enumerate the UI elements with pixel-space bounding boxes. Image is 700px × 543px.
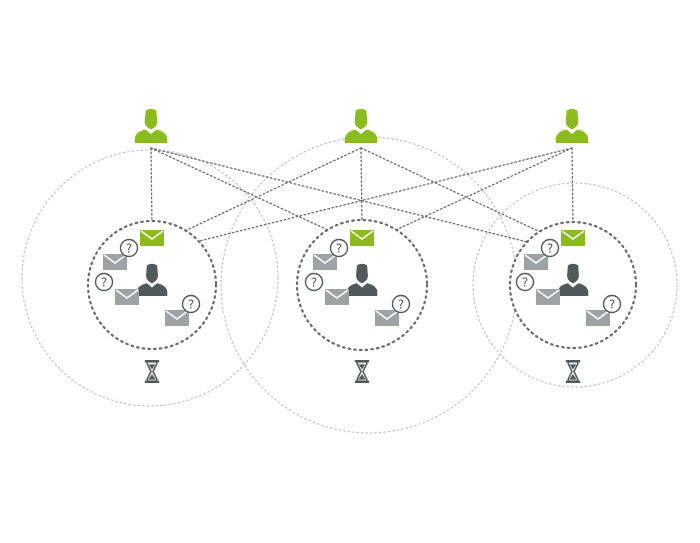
question-badge bbox=[304, 272, 324, 292]
question-mark: ? bbox=[101, 275, 107, 289]
mail-icon bbox=[165, 310, 189, 326]
connection-line bbox=[360, 147, 363, 225]
mail-question-icon: ? bbox=[165, 294, 201, 326]
connection-line bbox=[196, 147, 573, 243]
mail-question-icon: ? bbox=[524, 238, 560, 270]
node-1: ??? bbox=[94, 230, 201, 383]
question-mark: ? bbox=[311, 275, 317, 289]
node-2: ??? bbox=[304, 230, 411, 383]
node-3: ??? bbox=[515, 230, 622, 383]
question-mark: ? bbox=[522, 275, 528, 289]
question-badge bbox=[119, 238, 139, 258]
mail-icon bbox=[103, 254, 127, 270]
person-icon bbox=[555, 108, 589, 143]
mail-question-icon: ? bbox=[586, 294, 622, 326]
mail-question-icon: ? bbox=[515, 272, 560, 305]
person-icon bbox=[344, 108, 378, 143]
question-badge bbox=[540, 238, 560, 258]
icon-layer: ????????? bbox=[94, 108, 622, 383]
mail-icon bbox=[375, 310, 399, 326]
question-badge bbox=[181, 294, 201, 314]
question-badge bbox=[329, 238, 349, 258]
mail-question-icon: ? bbox=[304, 272, 349, 305]
mail-question-icon: ? bbox=[103, 238, 139, 270]
mail-icon bbox=[115, 289, 139, 305]
mail-icon bbox=[350, 230, 374, 246]
question-badge bbox=[515, 272, 535, 292]
question-badge bbox=[602, 294, 622, 314]
mail-icon bbox=[586, 310, 610, 326]
connection-line bbox=[571, 147, 574, 225]
connection-line bbox=[150, 147, 530, 243]
question-mark: ? bbox=[336, 241, 342, 255]
question-mark: ? bbox=[126, 241, 132, 255]
person-icon bbox=[134, 108, 168, 143]
connection-layer bbox=[150, 147, 574, 243]
connection-line bbox=[150, 147, 330, 232]
mail-question-icon: ? bbox=[313, 238, 349, 270]
question-mark: ? bbox=[398, 297, 404, 311]
connection-line bbox=[394, 147, 573, 232]
mail-question-icon: ? bbox=[94, 272, 139, 305]
hourglass-icon bbox=[144, 360, 160, 383]
mail-question-icon: ? bbox=[375, 294, 411, 326]
mail-icon bbox=[524, 254, 548, 270]
mail-icon bbox=[313, 254, 337, 270]
question-mark: ? bbox=[609, 297, 615, 311]
question-mark: ? bbox=[547, 241, 553, 255]
question-mark: ? bbox=[188, 297, 194, 311]
hourglass-icon bbox=[565, 360, 581, 383]
connection-line bbox=[360, 147, 542, 233]
outer-ring-3 bbox=[472, 182, 678, 388]
outer-ring-1 bbox=[21, 149, 279, 407]
connection-line bbox=[183, 147, 362, 232]
connection-line bbox=[150, 147, 153, 226]
question-badge bbox=[391, 294, 411, 314]
mail-icon bbox=[561, 230, 585, 246]
mail-icon bbox=[536, 289, 560, 305]
question-badge bbox=[94, 272, 114, 292]
mail-icon bbox=[325, 289, 349, 305]
mail-icon bbox=[140, 230, 164, 246]
hourglass-icon bbox=[354, 360, 370, 383]
